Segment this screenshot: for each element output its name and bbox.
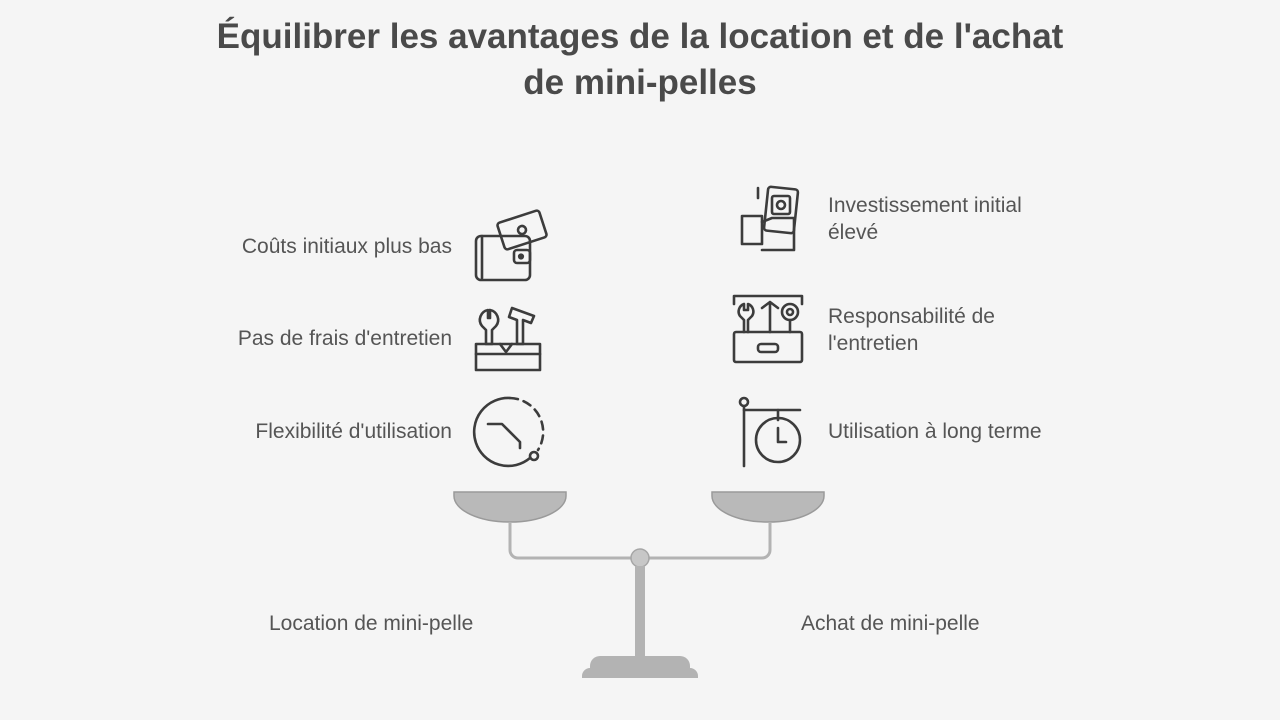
right-item-label-1-line-1: Investissement initial xyxy=(828,194,1022,217)
left-pan-label: Location de mini-pelle xyxy=(269,612,474,635)
left-item-label-1: Coûts initiaux plus bas xyxy=(241,235,452,258)
dashed-clock-icon xyxy=(470,392,550,472)
hand-holding-money-icon xyxy=(728,180,808,260)
page-title: Équilibrer les avantages de la location … xyxy=(140,14,1140,106)
toolbox-maintenance-icon xyxy=(728,290,808,370)
left-pan xyxy=(453,491,567,523)
right-item-label-1-line-2: élevé xyxy=(828,221,879,244)
scale-column xyxy=(635,566,645,656)
balance-scale xyxy=(440,480,840,690)
left-item-label-2: Pas de frais d'entretien xyxy=(237,327,452,350)
right-item-label-3-line-1: Utilisation à long terme xyxy=(828,420,1042,443)
right-item-label-2: Responsabilité de l'entretien xyxy=(828,303,1128,357)
hanging-clock-icon xyxy=(728,392,808,472)
right-item-label-1: Investissement initial élevé xyxy=(828,192,1128,246)
right-pan-label: Achat de mini-pelle xyxy=(801,612,980,635)
title-line-1: Équilibrer les avantages de la location … xyxy=(216,17,1064,56)
left-item-label-3: Flexibilité d'utilisation xyxy=(255,420,452,443)
right-item-label-2-line-2: l'entretien xyxy=(828,332,919,355)
right-pan xyxy=(711,491,825,523)
wallet-money-icon xyxy=(470,206,550,286)
toolbox-icon xyxy=(470,298,550,378)
title-line-2: de mini-pelles xyxy=(523,63,757,102)
scale-base xyxy=(582,656,698,678)
scale-pivot xyxy=(630,548,650,568)
right-item-label-3: Utilisation à long terme xyxy=(828,418,1128,445)
right-item-label-2-line-1: Responsabilité de xyxy=(828,305,995,328)
